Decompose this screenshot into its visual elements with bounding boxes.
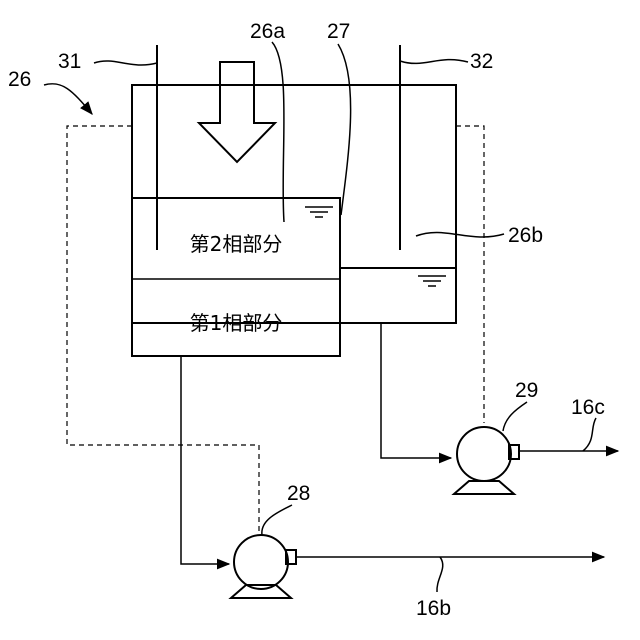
label-27: 27 xyxy=(327,20,350,43)
label-29: 29 xyxy=(515,379,538,402)
leader-26a xyxy=(272,42,284,222)
label-26: 26 xyxy=(8,68,31,91)
pipe-to-pump-29 xyxy=(381,323,451,458)
leader-28 xyxy=(262,505,292,535)
leader-26 xyxy=(44,84,92,114)
first-phase-label: 第1相部分 xyxy=(190,311,283,335)
leader-16c xyxy=(583,418,596,451)
second-phase-label: 第2相部分 xyxy=(190,232,283,256)
pump-29 xyxy=(454,427,519,494)
leader-16b xyxy=(437,557,443,592)
separator-tank xyxy=(132,85,456,323)
leader-29 xyxy=(503,402,527,431)
liquid-level-icon xyxy=(418,276,446,286)
leader-31 xyxy=(94,61,157,65)
control-line-29 xyxy=(456,126,484,423)
label-26a: 26a xyxy=(250,20,285,43)
pipe-to-pump-28 xyxy=(181,356,229,564)
inflow-arrow-icon xyxy=(199,62,275,162)
liquid-level-icon xyxy=(305,207,333,217)
leader-26b xyxy=(416,232,504,237)
label-16c: 16c xyxy=(571,396,605,419)
label-26b: 26b xyxy=(508,224,543,247)
label-16b: 16b xyxy=(416,597,451,620)
label-32: 32 xyxy=(470,50,493,73)
pump-28 xyxy=(231,535,296,598)
label-28: 28 xyxy=(287,482,310,505)
label-31: 31 xyxy=(58,50,81,73)
leader-27 xyxy=(338,44,351,215)
leader-32 xyxy=(400,60,468,64)
